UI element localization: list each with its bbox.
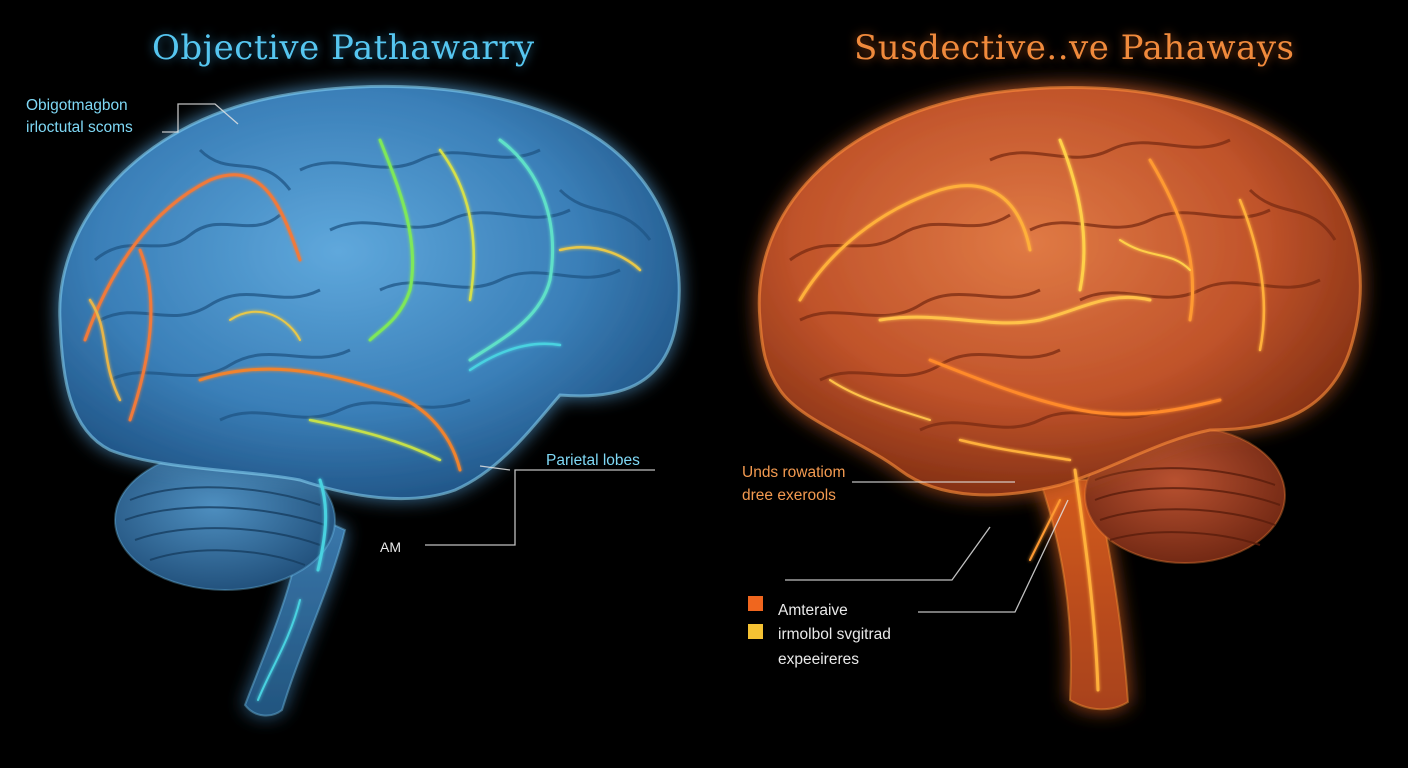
- left-callout-top-line: [162, 103, 239, 133]
- right-brainstem: [1038, 479, 1130, 711]
- right-brain: [757, 86, 1362, 711]
- legend-swatch-orange: [748, 596, 763, 611]
- right-panel-title: Susdective..ve Pahaways: [854, 28, 1295, 68]
- left-cerebrum: [58, 84, 681, 501]
- left-label-top-line2: irloctutal scoms: [26, 119, 133, 136]
- left-label-parietal: Parietal lobes: [546, 452, 640, 469]
- legend-label-3: expeeireres: [778, 651, 859, 668]
- legend-swatch-yellow: [748, 624, 763, 639]
- legend-label-1: Amteraive: [778, 602, 848, 619]
- right-label-mid-line1: Unds rowatiom: [742, 464, 846, 481]
- right-label-mid-line2: dree exerools: [742, 487, 836, 504]
- right-callout-lower-line: [785, 526, 991, 581]
- right-cerebrum: [757, 86, 1362, 497]
- left-brain: [58, 84, 681, 717]
- right-callout-legend-line: [918, 499, 1069, 613]
- left-callout-parietal-line: [425, 469, 655, 546]
- left-label-am: AM: [380, 539, 401, 555]
- left-callout-am-line: [479, 465, 511, 471]
- left-label-top-line1: Obigotmagbon: [26, 97, 128, 114]
- legend-label-2: irmolbol svgitrad: [778, 626, 891, 643]
- left-panel-title: Objective Pathawarry: [152, 28, 535, 68]
